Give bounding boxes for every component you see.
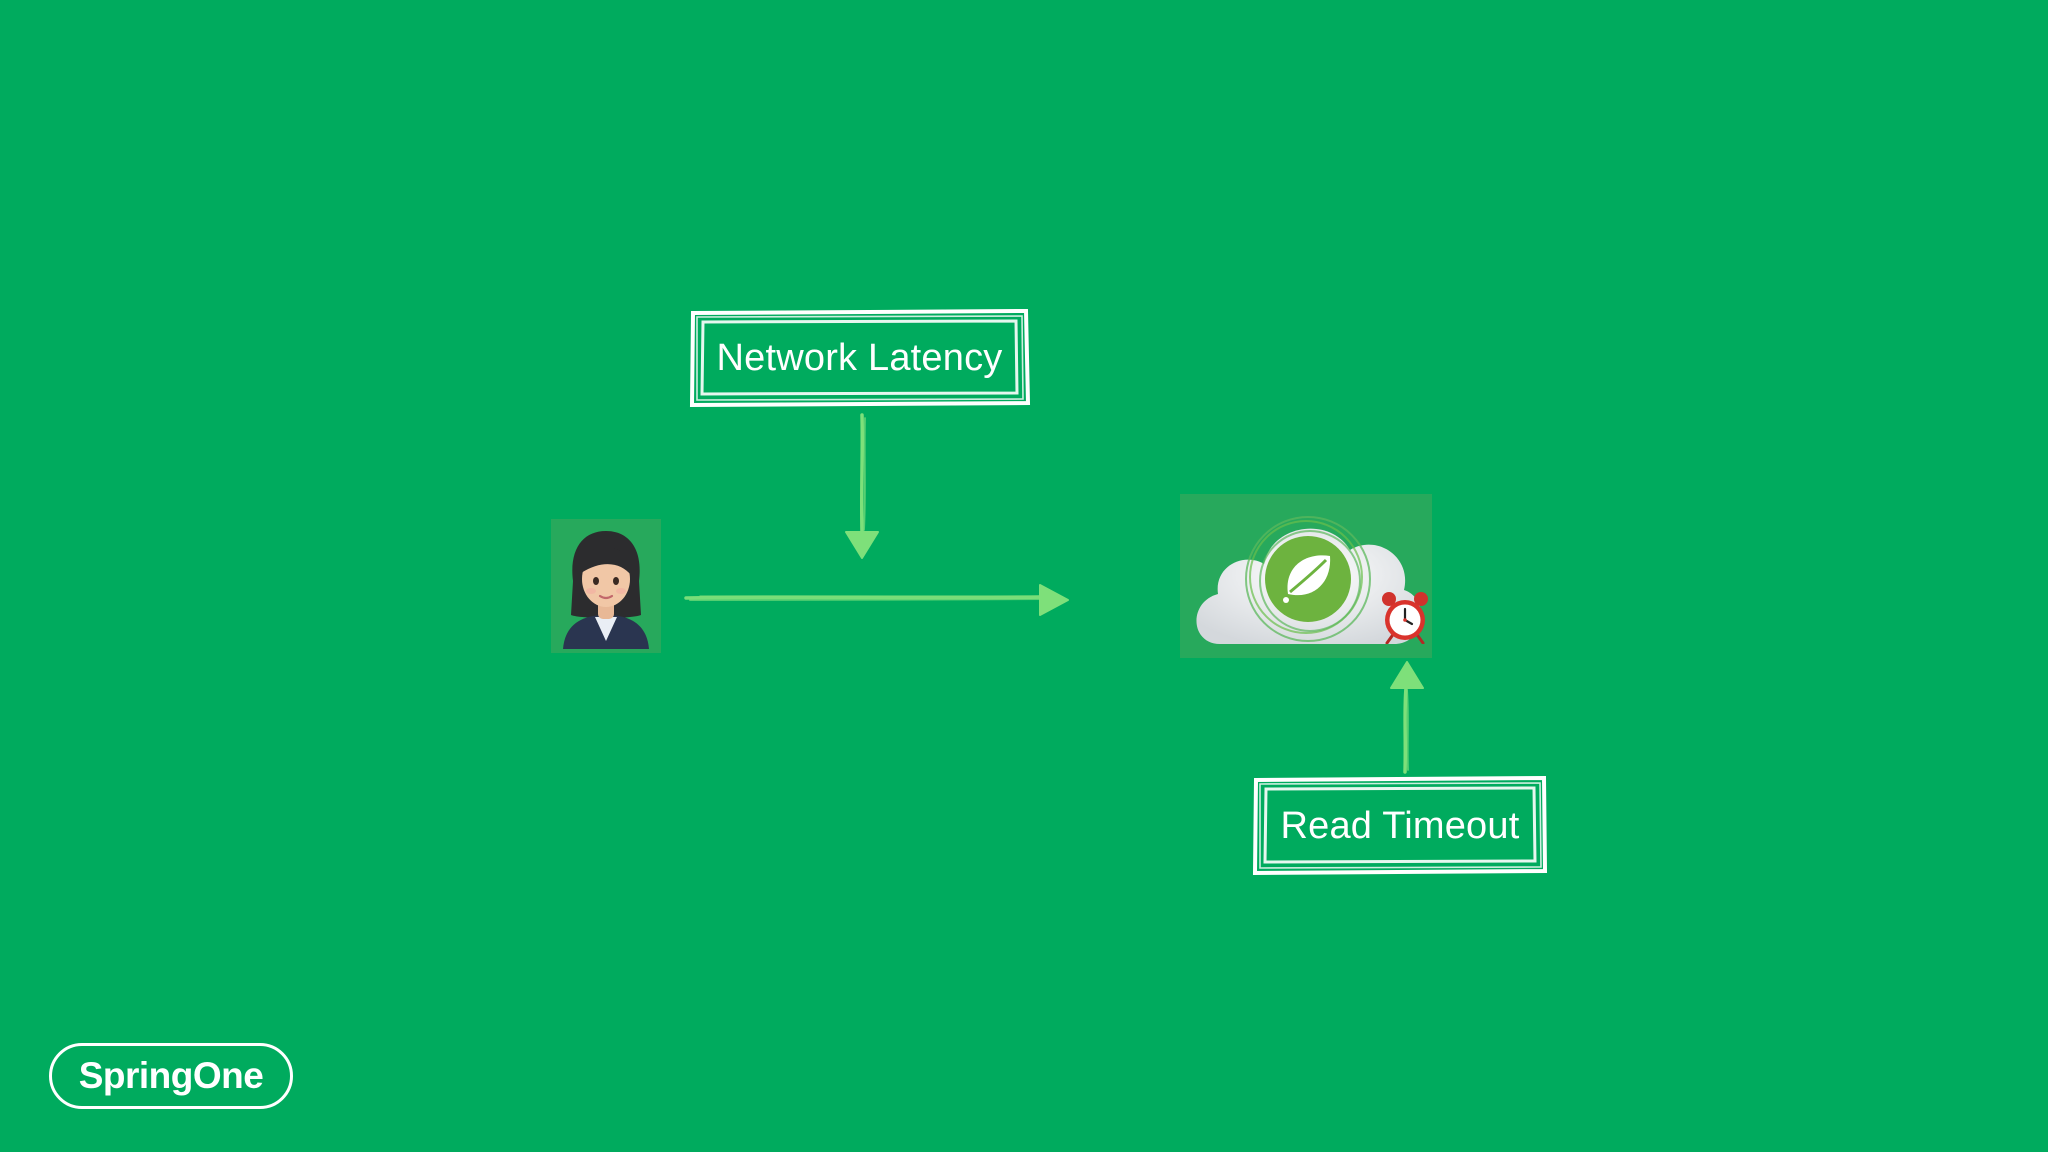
spring-cloud-icon bbox=[1196, 516, 1422, 644]
read-timeout-box-frame bbox=[1252, 775, 1548, 876]
network-latency-text: Network Latency bbox=[716, 336, 1003, 379]
timeout-arrow bbox=[1390, 661, 1424, 774]
request-arrow bbox=[684, 584, 1069, 616]
springone-logo: SpringOne bbox=[49, 1043, 293, 1109]
latency-arrow bbox=[845, 413, 879, 559]
read-timeout-text: Read Timeout bbox=[1280, 804, 1520, 847]
server-tile bbox=[1180, 494, 1432, 658]
alarm-clock-icon bbox=[1382, 592, 1428, 644]
network-latency-box-frame bbox=[689, 308, 1031, 408]
network-latency-label: Network Latency bbox=[691, 310, 1028, 406]
read-timeout-label: Read Timeout bbox=[1254, 778, 1546, 874]
client-tile bbox=[551, 519, 661, 653]
springone-logo-text: SpringOne bbox=[78, 1055, 264, 1096]
woman-office-worker-icon bbox=[563, 531, 649, 649]
